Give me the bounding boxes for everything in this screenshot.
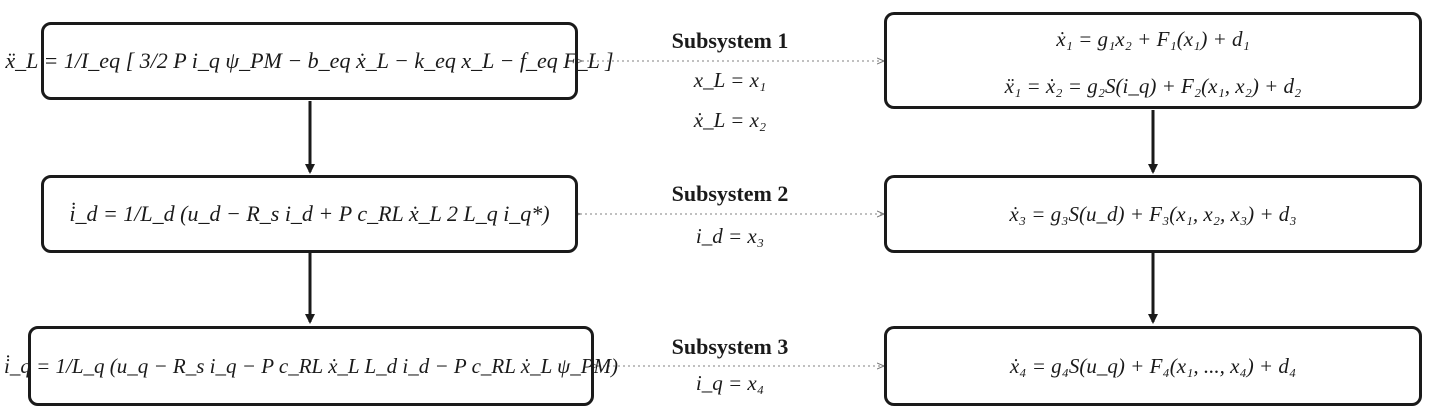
right-equation-2: ẋ₃ = g₃S(u_d) + F₃(x₁, x₂, x₃) + d₃ xyxy=(1009,201,1297,226)
subsystem-1-title: Subsystem 1 xyxy=(671,28,789,53)
right-equation-3: ẋ₄ = g₄S(u_q) + F₄(x₁, ..., x₄) + d₄ xyxy=(1009,353,1297,378)
subsystem-1-mapping-1: x_L = x₁ xyxy=(693,68,767,92)
left-equation-box-3: i̇_q = 1/L_q (u_q − R_s i_q − P c_RL ẋ_L… xyxy=(4,326,618,406)
left-equation-box-1: ẍ_L = 1/I_eq [ 3/2 P i_q ψ_PM − b_eq ẋ_L… xyxy=(5,22,614,100)
left-equation-2: i̇_d = 1/L_d (u_d − R_s i_d + P c_RL ẋ_L… xyxy=(69,201,550,226)
subsystem-3-mapping-1: i_q = x₄ xyxy=(695,371,765,395)
right-equation-box-1: ẋ₁ = g₁x₂ + F₁(x₁) + d₁ ẍ₁ = ẋ₂ = g₂S(i_… xyxy=(884,12,1422,109)
right-equation-1-line-1: ẋ₁ = g₁x₂ + F₁(x₁) + d₁ xyxy=(1056,26,1250,51)
left-equation-1: ẍ_L = 1/I_eq [ 3/2 P i_q ψ_PM − b_eq ẋ_L… xyxy=(5,48,614,73)
subsystem-3-title: Subsystem 3 xyxy=(671,334,789,359)
right-equation-1-line-2: ẍ₁ = ẋ₂ = g₂S(i_q) + F₂(x₁, x₂) + d₂ xyxy=(1004,73,1302,98)
subsystem-2-mapping-1: i_d = x₃ xyxy=(695,224,765,248)
left-equation-box-2: i̇_d = 1/L_d (u_d − R_s i_d + P c_RL ẋ_L… xyxy=(41,175,578,253)
subsystem-1-mapping-2: ẋ_L = x₂ xyxy=(693,108,767,132)
subsystem-2-title: Subsystem 2 xyxy=(671,181,789,206)
left-equation-3: i̇_q = 1/L_q (u_q − R_s i_q − P c_RL ẋ_L… xyxy=(4,353,619,378)
right-equation-box-2: ẋ₃ = g₃S(u_d) + F₃(x₁, x₂, x₃) + d₃ xyxy=(884,175,1422,253)
right-equation-box-3: ẋ₄ = g₄S(u_q) + F₄(x₁, ..., x₄) + d₄ xyxy=(884,326,1422,406)
